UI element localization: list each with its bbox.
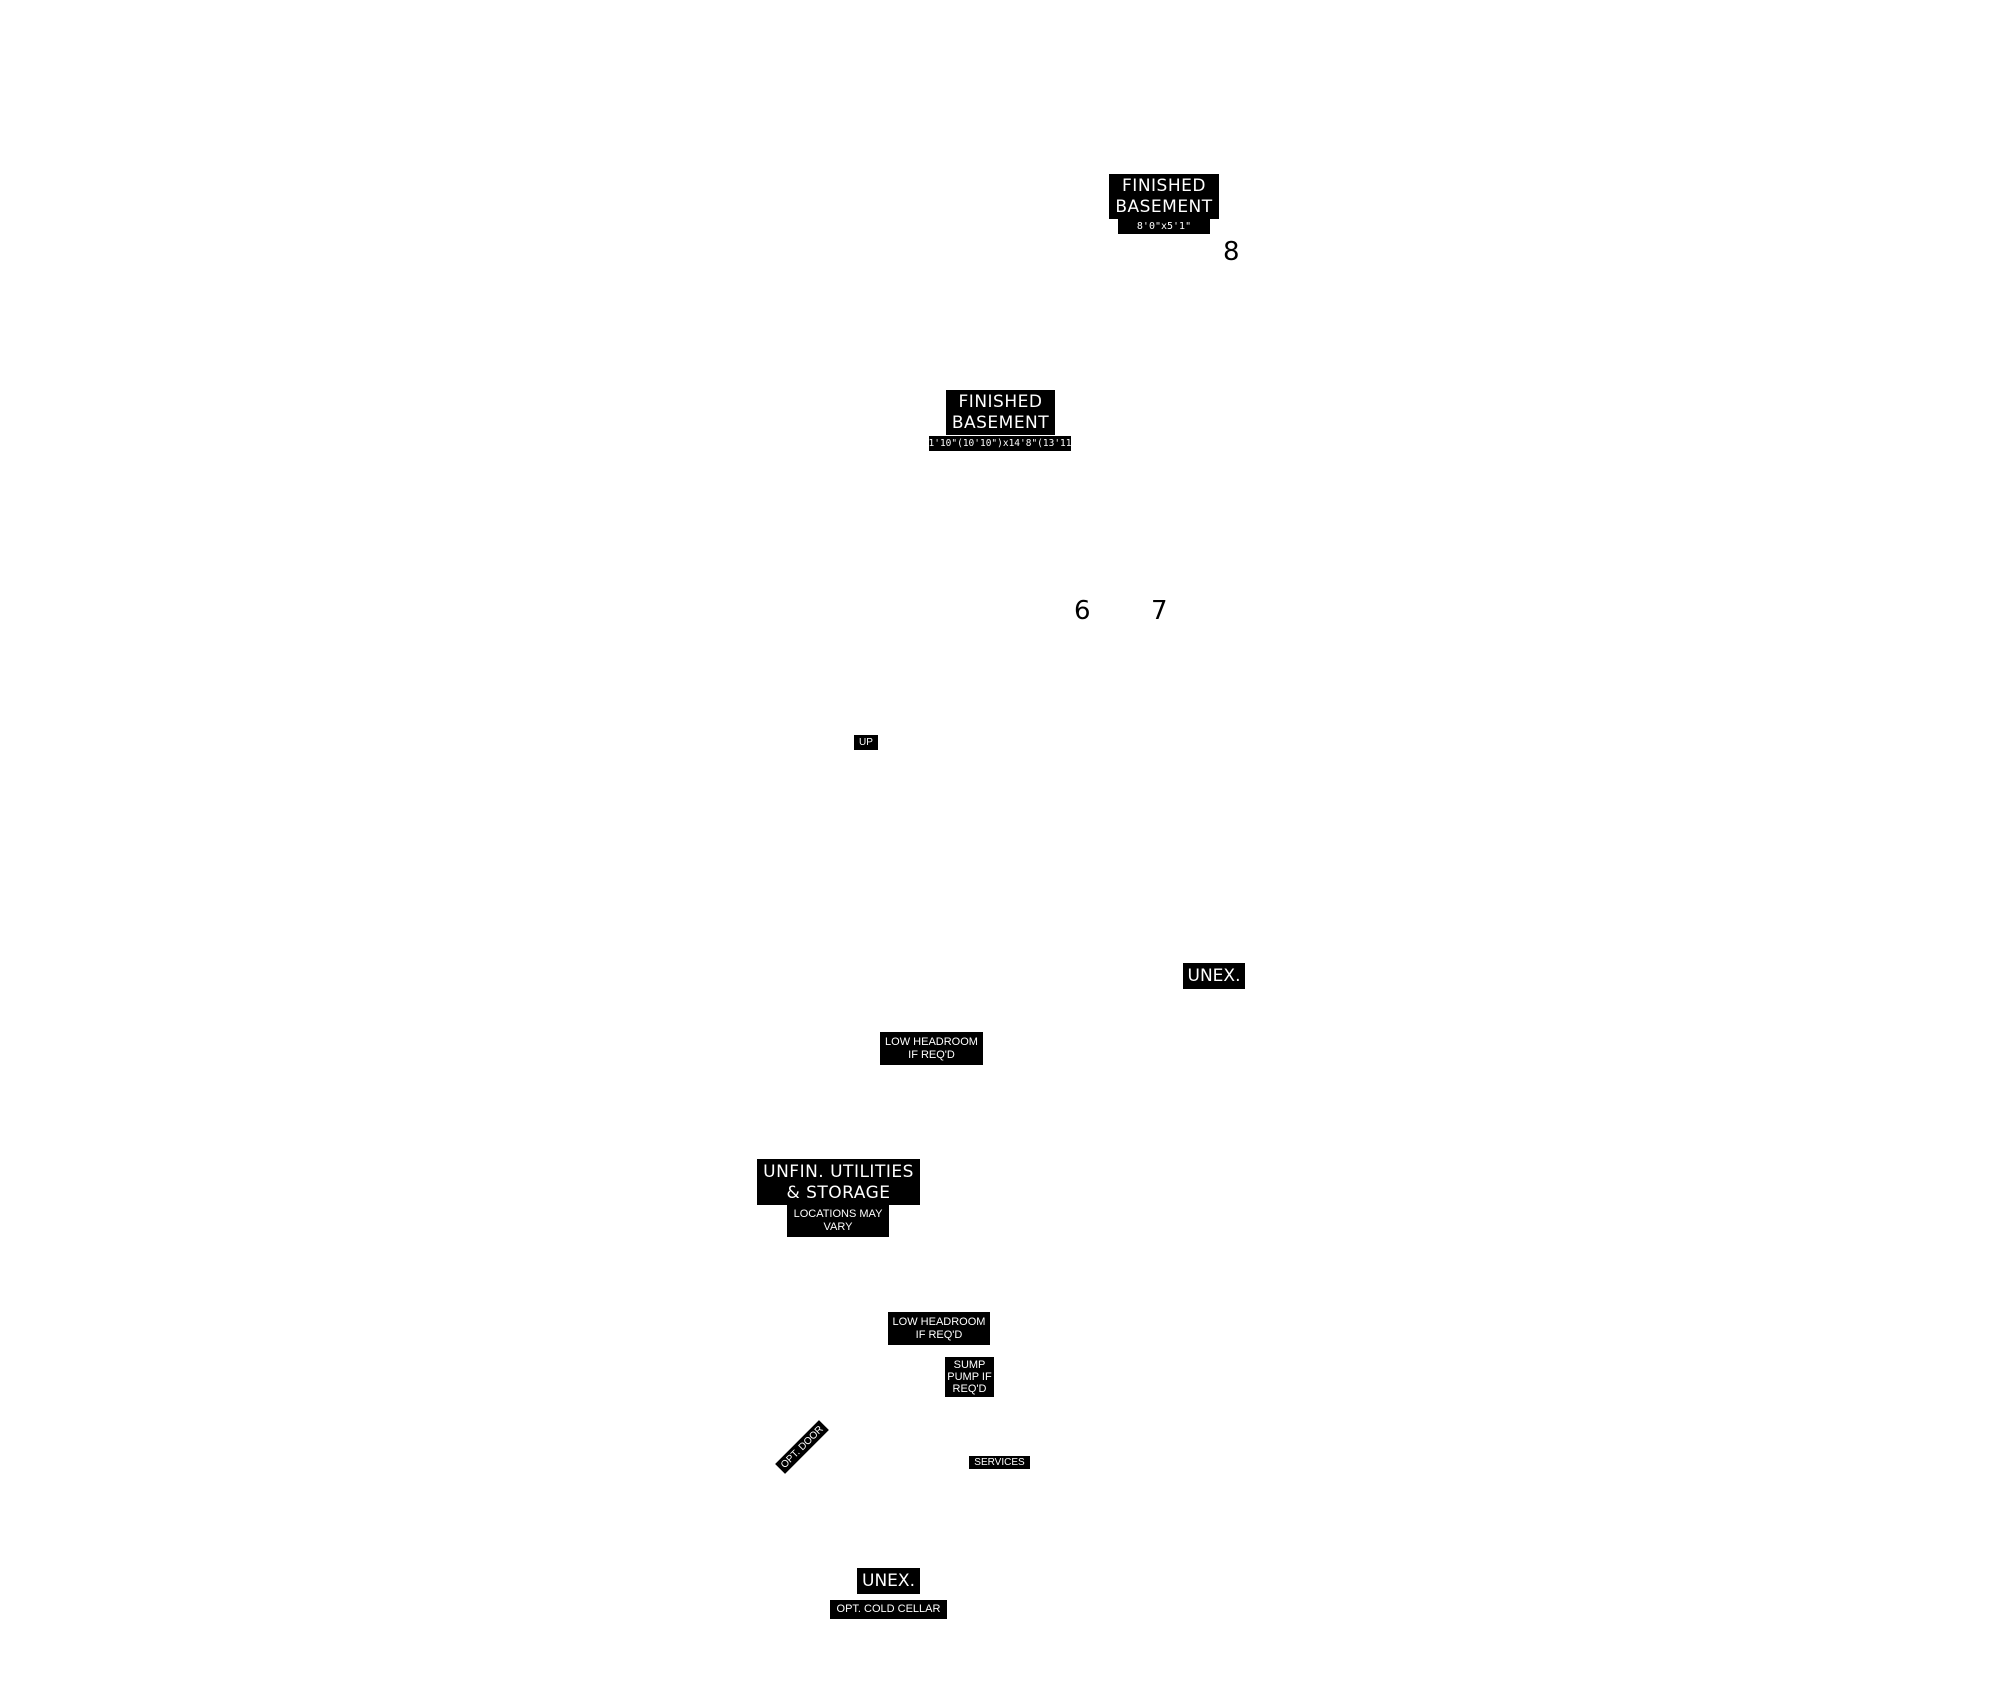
low-headroom-upper-line1: LOW HEADROOM [885,1035,978,1048]
opt-door-label: OPT. DOOR [775,1420,829,1474]
opt-door-text: OPT. DOOR [778,1423,826,1471]
room-number-8: 8 [1223,237,1240,267]
finished-basement-main-dim-text: 21'10"(10'10")x14'8"(13'11" [929,438,1071,449]
services-label: SERVICES [969,1456,1030,1469]
sump-pump-label: SUMP PUMP IF REQ'D [945,1357,994,1397]
room-number-7: 7 [1151,596,1168,626]
finished-basement-small-line1: FINISHED [1122,176,1206,196]
sump-pump-line3: REQ'D [952,1383,987,1395]
finished-basement-small-line2: BASEMENT [1115,197,1213,217]
room-number-6: 6 [1074,596,1091,626]
low-headroom-lower-label: LOW HEADROOM IF REQ'D [888,1312,990,1345]
services-text: SERVICES [974,1457,1025,1468]
finished-basement-main-title: FINISHED BASEMENT [946,390,1055,435]
unfin-utilities-note: LOCATIONS MAY VARY [787,1205,889,1237]
opt-cold-cellar-text: OPT. COLD CELLAR [836,1603,941,1615]
finished-basement-small-dimension: 8'0"x5'1" [1118,219,1210,234]
stair-up-label: UP [854,735,878,750]
low-headroom-lower-line2: IF REQ'D [915,1328,963,1341]
finished-basement-main-line2: BASEMENT [951,413,1050,433]
low-headroom-upper-line2: IF REQ'D [908,1048,955,1061]
unex-right-label: UNEX. [1183,963,1245,989]
finished-basement-main-dimension: 21'10"(10'10")x14'8"(13'11" [929,436,1071,451]
unex-bottom-text: UNEX. [862,1571,915,1591]
low-headroom-upper-label: LOW HEADROOM IF REQ'D [880,1032,983,1065]
sump-pump-line1: SUMP [953,1359,986,1371]
finished-basement-main-line1: FINISHED [958,392,1043,412]
stair-up-text: UP [859,737,873,748]
unfin-utilities-title: UNFIN. UTILITIES & STORAGE [757,1159,920,1205]
opt-cold-cellar-label: OPT. COLD CELLAR [830,1600,947,1619]
unfin-utilities-note-line2: VARY [823,1221,853,1233]
unex-right-text: UNEX. [1187,966,1241,986]
unfin-utilities-note-line1: LOCATIONS MAY [793,1208,883,1220]
sump-pump-line2: PUMP IF [947,1371,992,1383]
unfin-utilities-line2: & STORAGE [786,1182,891,1203]
finished-basement-small-title: FINISHED BASEMENT [1109,174,1219,219]
unex-bottom-label: UNEX. [857,1568,920,1594]
unfin-utilities-line1: UNFIN. UTILITIES [763,1161,914,1182]
low-headroom-lower-line1: LOW HEADROOM [892,1315,986,1328]
finished-basement-small-dim-text: 8'0"x5'1" [1136,221,1192,232]
